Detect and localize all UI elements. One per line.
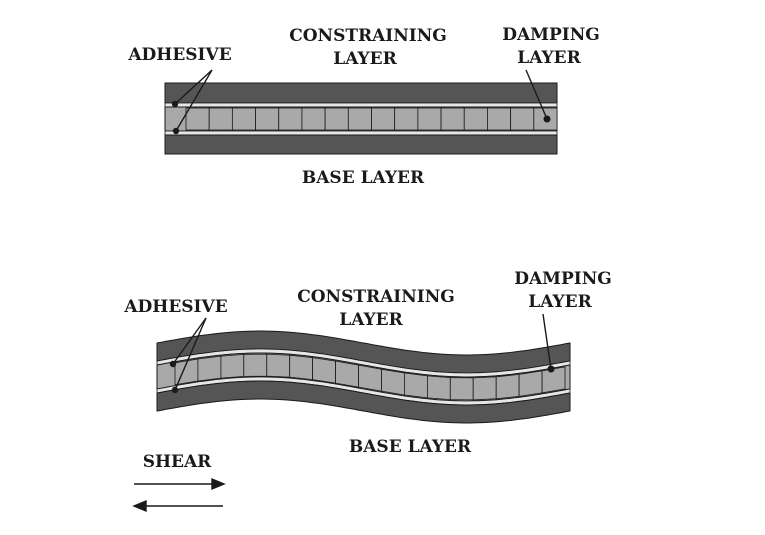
- damping-cell: [404, 372, 428, 399]
- top-constraining-label-line1: CONSTRAINING: [289, 26, 447, 46]
- damping-cell: [312, 357, 336, 384]
- top-constraining-label-line2: LAYER: [333, 49, 397, 69]
- damping-cell: [358, 364, 382, 392]
- damping-cell: [231, 107, 256, 131]
- bottom-leader-lines: [169, 313, 555, 394]
- bottom-damping-label-line1: DAMPING: [514, 269, 612, 289]
- damping-cell: [472, 376, 497, 401]
- shear-label: SHEAR: [143, 452, 212, 472]
- top-damping-label-line2: LAYER: [517, 48, 581, 68]
- damping-cell: [220, 353, 245, 379]
- damping-cell: [394, 107, 419, 131]
- top-base-label: BASE LAYER: [302, 168, 425, 188]
- damping-cell: [243, 353, 268, 377]
- damping-cell: [427, 375, 451, 401]
- bottom-adhesive-label: ADHESIVE: [123, 297, 227, 317]
- shear-arrowhead-right: [211, 477, 226, 491]
- bottom-base-label: BASE LAYER: [349, 437, 472, 457]
- top-adhesive-label: ADHESIVE: [127, 45, 231, 65]
- damping-cell: [208, 107, 233, 131]
- damping-cell: [440, 107, 465, 131]
- damping-cell: [324, 107, 349, 131]
- damping-cell: [463, 107, 488, 131]
- bottom-constraining-label-line2: LAYER: [339, 310, 403, 330]
- damping-cell: [185, 107, 210, 131]
- shear-arrows: [132, 477, 226, 513]
- damping-cell: [518, 370, 543, 397]
- top-base-layer: [164, 134, 558, 155]
- damping-cell: [371, 107, 396, 131]
- damping-cell: [301, 107, 326, 131]
- damping-cell: [278, 107, 303, 131]
- damping-cell: [381, 368, 405, 396]
- bottom-base-layer: [156, 380, 571, 424]
- damping-cell: [495, 373, 520, 400]
- top-upper-adhesive: [164, 102, 558, 108]
- damping-cell: [417, 107, 442, 131]
- top-constraining-layer: [164, 82, 558, 104]
- damping-cell: [347, 107, 372, 131]
- top-lower-adhesive: [164, 130, 558, 136]
- shear-arrowhead-left: [132, 499, 147, 513]
- top-damping-cells: [185, 107, 558, 131]
- damping-cell: [449, 377, 474, 401]
- damping-cell: [255, 107, 280, 131]
- bottom-damping-label-line2: LAYER: [528, 292, 592, 312]
- damping-cell: [266, 353, 291, 378]
- damping-cell: [197, 355, 222, 382]
- damping-cell: [487, 107, 512, 131]
- bottom-constraining-label-line1: CONSTRAINING: [297, 287, 455, 307]
- top-leader-lines: [171, 69, 551, 135]
- deformed-laminate: [156, 330, 571, 424]
- bottom-damping-cells: [174, 353, 566, 401]
- damping-cell: [289, 354, 313, 381]
- damping-cell: [541, 366, 566, 394]
- damping-cell: [335, 360, 359, 388]
- undeformed-laminate: [164, 82, 558, 155]
- damping-cell: [510, 107, 535, 131]
- top-damping-label-line1: DAMPING: [502, 25, 600, 45]
